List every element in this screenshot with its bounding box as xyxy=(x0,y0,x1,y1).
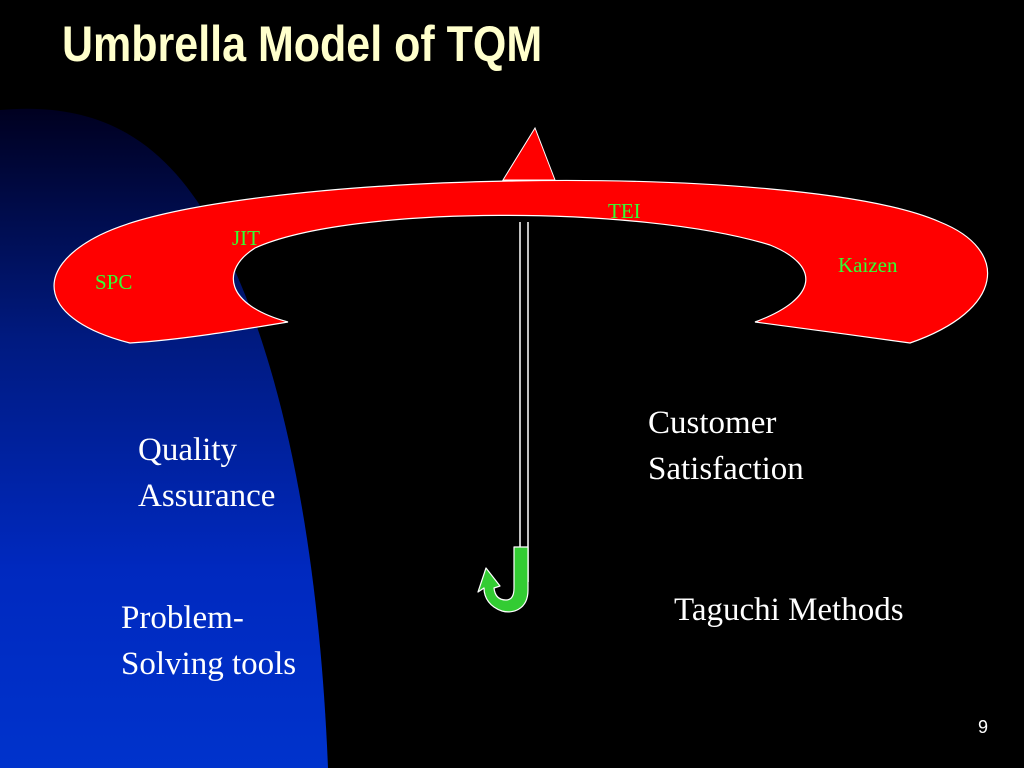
concept-line: Problem- xyxy=(121,600,244,636)
concept-line: Assurance xyxy=(138,478,276,514)
label-tei: TEI xyxy=(608,199,641,223)
concept-customer-satisfaction: Customer Satisfaction xyxy=(648,400,804,492)
concept-line: Solving tools xyxy=(121,646,297,682)
concept-taguchi-methods: Taguchi Methods xyxy=(674,587,904,633)
label-jit: JIT xyxy=(232,226,260,250)
umbrella-handle xyxy=(477,546,529,613)
umbrella-canopy xyxy=(53,179,989,344)
concept-line: Satisfaction xyxy=(648,451,804,487)
concept-line: Customer xyxy=(648,405,777,441)
concept-quality-assurance: Quality Assurance xyxy=(138,427,275,519)
concept-problem-solving-tools: Problem- Solving tools xyxy=(121,595,296,687)
slide-title: Umbrella Model of TQM xyxy=(62,16,543,72)
page-number: 9 xyxy=(977,717,988,737)
label-spc: SPC xyxy=(95,270,133,294)
umbrella-tip xyxy=(502,126,556,181)
concept-line: Taguchi Methods xyxy=(674,592,904,628)
label-kaizen: Kaizen xyxy=(838,253,898,277)
concept-line: Quality xyxy=(138,432,237,468)
